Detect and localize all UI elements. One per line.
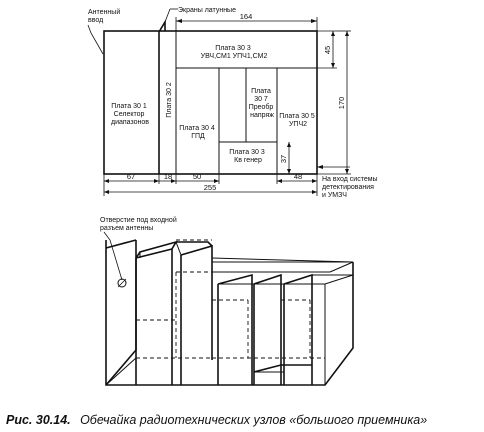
- board-305-label: Плата 30 5 УПЧ2: [279, 113, 316, 128]
- brass-screen: [158, 19, 166, 174]
- board-307-label: Плата 30 7 Преобр напряж: [249, 88, 276, 119]
- enclosure-outline: [103, 30, 318, 175]
- dim-45: 45: [323, 46, 332, 54]
- board-301-label: Плата 30 1 Селектор диапазонов: [111, 103, 149, 126]
- board-302-label: Плата 30 2: [166, 82, 173, 118]
- figure-title: Обечайка радиотехнических узлов «большог…: [80, 413, 427, 427]
- antenna-input-label: Антенный ввод: [88, 8, 122, 24]
- isometric-view: Отверстие под входной разъем антенны: [100, 216, 354, 386]
- top-view: Антенный ввод Экраны латунные Плата 30 1…: [87, 7, 380, 199]
- board-304-label: Плата 30 4 ГПД: [179, 125, 216, 140]
- brass-screens-label: Экраны латунные: [178, 7, 236, 14]
- dim-164: 164: [240, 12, 253, 21]
- dim-50: 50: [193, 172, 201, 181]
- dim-37: 37: [279, 155, 288, 163]
- board-303-label: Плата 30 3 УВЧ,СМ1 УПЧ1,СМ2: [201, 45, 268, 60]
- dim-255: 255: [204, 183, 217, 192]
- antenna-hole-label: Отверстие под входной разъем антенны: [100, 216, 179, 232]
- figure-number: Рис. 30.14.: [6, 413, 71, 427]
- dim-170: 170: [337, 97, 346, 110]
- output-note: На вход системы детектирования и УМЗЧ: [322, 176, 380, 199]
- figure-caption: Рис. 30.14. Обечайка радиотехнических уз…: [6, 411, 427, 428]
- iso-outer-box: [105, 248, 354, 386]
- dim-67: 67: [127, 172, 135, 181]
- dim-48: 48: [294, 172, 302, 181]
- dim-18: 18: [164, 172, 172, 181]
- antenna-leader: [87, 24, 104, 55]
- board-303b-label: Плата 30 3 Кв генер: [229, 149, 266, 164]
